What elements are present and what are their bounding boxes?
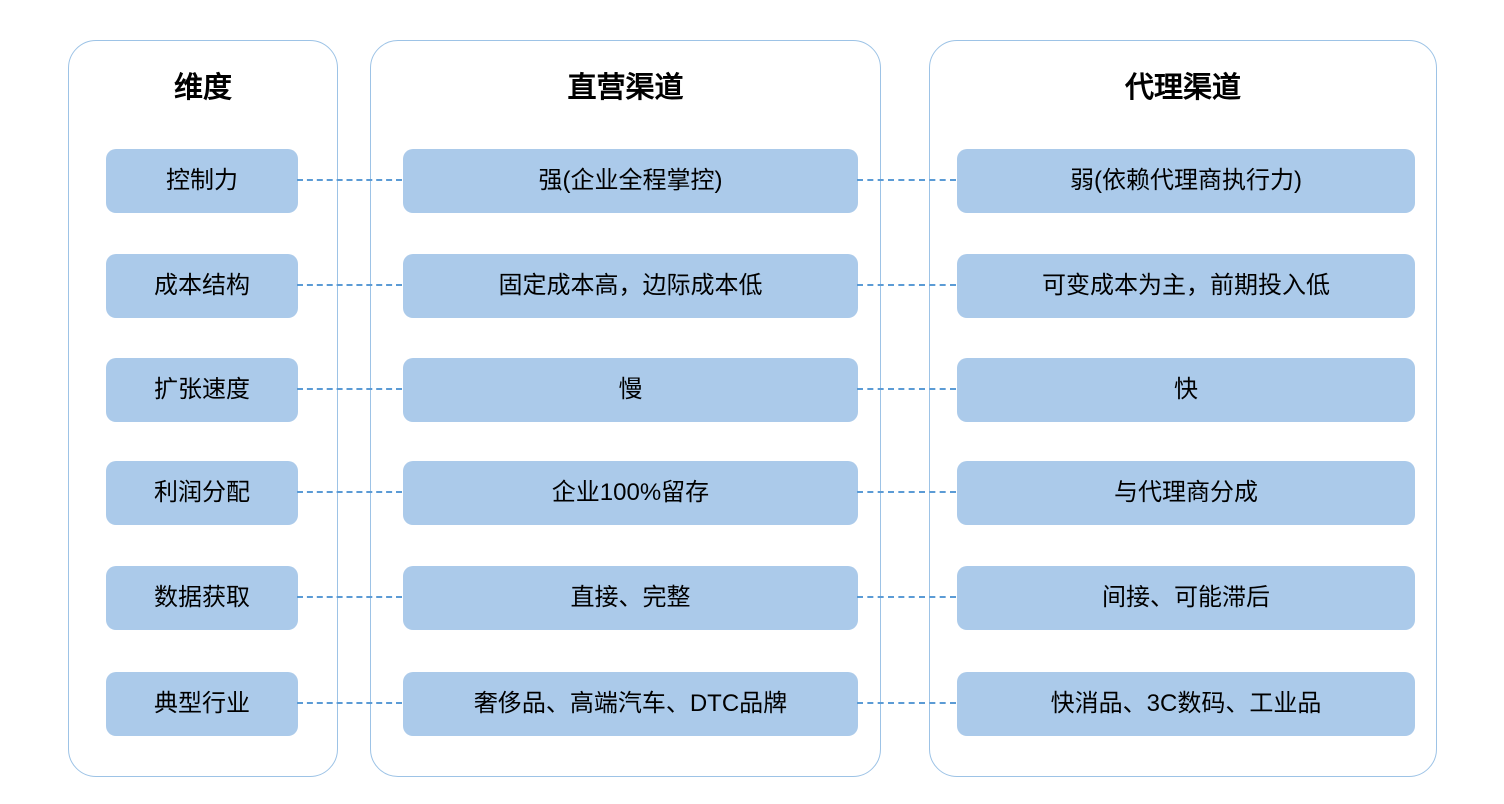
connector-profit-distribution-dimension-direct xyxy=(297,491,402,493)
dimension-data-access: 数据获取 xyxy=(106,566,298,630)
direct-control-value: 强(企业全程掌控) xyxy=(403,149,858,213)
connector-cost-structure-dimension-direct xyxy=(297,284,402,286)
connector-data-access-direct-agency xyxy=(857,596,956,598)
dimension-typical-industry: 典型行业 xyxy=(106,672,298,736)
agency-data-access-value: 间接、可能滞后 xyxy=(957,566,1415,630)
direct-cost-structure-value: 固定成本高，边际成本低 xyxy=(403,254,858,318)
dimension-cost-structure: 成本结构 xyxy=(106,254,298,318)
direct-data-access-value: 直接、完整 xyxy=(403,566,858,630)
column-header-agency-channel: 代理渠道 xyxy=(1124,72,1241,104)
connector-data-access-dimension-direct xyxy=(297,596,402,598)
connector-profit-distribution-direct-agency xyxy=(857,491,956,493)
column-header-dimension: 维度 xyxy=(173,72,232,104)
panel-dimension: 维度 控制力 成本结构 扩张速度 利润分配 数据获取 典型行业 xyxy=(68,40,338,777)
dimension-expansion-speed: 扩张速度 xyxy=(106,358,298,422)
agency-control-value: 弱(依赖代理商执行力) xyxy=(957,149,1415,213)
agency-typical-industry-value: 快消品、3C数码、工业品 xyxy=(957,672,1415,736)
agency-expansion-speed-value: 快 xyxy=(957,358,1415,422)
panel-direct-channel: 直营渠道 强(企业全程掌控) 固定成本高，边际成本低 慢 企业100%留存 直接… xyxy=(370,40,881,777)
connector-typical-industry-dimension-direct xyxy=(297,702,402,704)
connector-expansion-speed-dimension-direct xyxy=(297,388,402,390)
direct-profit-distribution-value: 企业100%留存 xyxy=(403,461,858,525)
panel-agency-channel: 代理渠道 弱(依赖代理商执行力) 可变成本为主，前期投入低 快 与代理商分成 间… xyxy=(929,40,1437,777)
connector-control-dimension-direct xyxy=(297,179,402,181)
connector-expansion-speed-direct-agency xyxy=(857,388,956,390)
dimension-profit-distribution: 利润分配 xyxy=(106,461,298,525)
direct-typical-industry-value: 奢侈品、高端汽车、DTC品牌 xyxy=(403,672,858,736)
connector-cost-structure-direct-agency xyxy=(857,284,956,286)
direct-expansion-speed-value: 慢 xyxy=(403,358,858,422)
connector-typical-industry-direct-agency xyxy=(857,702,956,704)
dimension-control: 控制力 xyxy=(106,149,298,213)
agency-cost-structure-value: 可变成本为主，前期投入低 xyxy=(957,254,1415,318)
agency-profit-distribution-value: 与代理商分成 xyxy=(957,461,1415,525)
connector-control-direct-agency xyxy=(857,179,956,181)
column-header-direct-channel: 直营渠道 xyxy=(567,72,684,104)
